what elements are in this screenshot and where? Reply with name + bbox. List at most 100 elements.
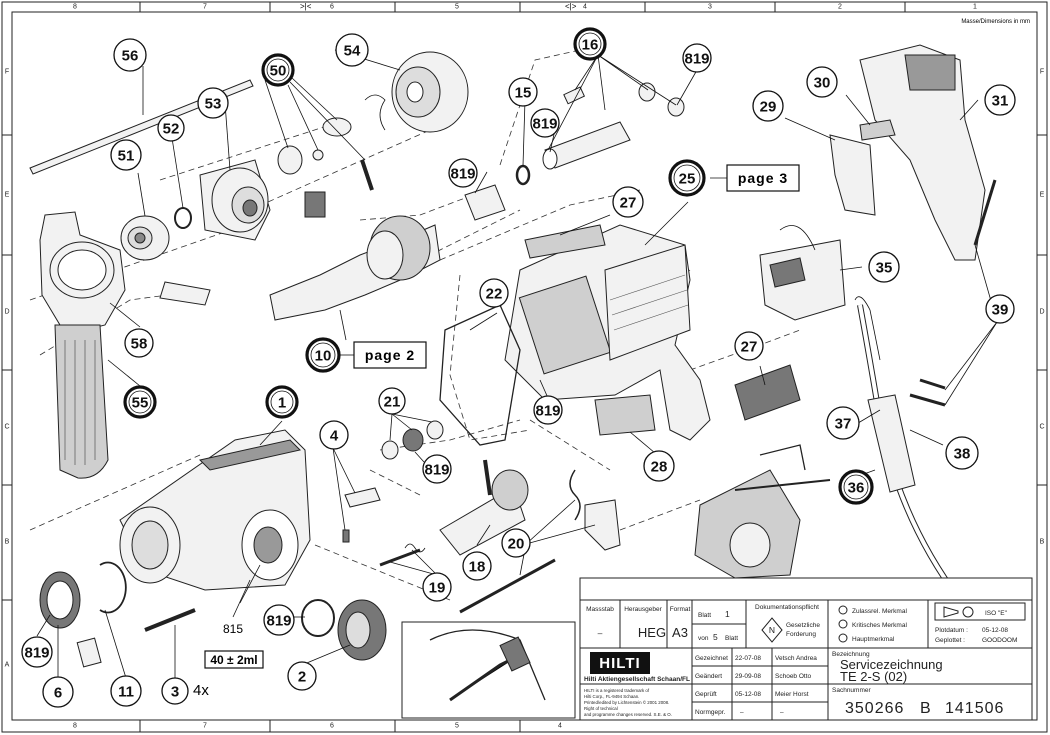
callout-inner-ring <box>310 342 336 368</box>
callout-27[interactable]: 27 <box>612 186 644 218</box>
callout-22[interactable]: 22 <box>479 278 509 308</box>
callout-25[interactable]: 25 <box>668 159 706 197</box>
dok-line2: Forderung <box>786 631 816 638</box>
callout-circle <box>448 158 478 188</box>
grid-col-7: 7 <box>203 723 207 730</box>
callout-circle <box>530 108 560 138</box>
callout-circle <box>263 604 295 636</box>
callout-number: 819 <box>266 613 291 630</box>
diamond-icon <box>761 617 783 643</box>
legal-line: and programme changes reserved. S.E. & O… <box>584 712 672 717</box>
grid-row-B: B <box>5 539 10 546</box>
row-label: Gezeichnet <box>695 655 728 662</box>
callout-18[interactable]: 18 <box>462 551 492 581</box>
front-housing <box>119 429 311 591</box>
callout-6[interactable]: 6 <box>42 676 74 708</box>
legend-item: Hauptmerkmal <box>852 636 895 643</box>
side-handle <box>39 211 126 479</box>
row-label: Geändert <box>695 673 722 680</box>
page-ref-10[interactable]: page 2 <box>340 341 427 369</box>
callout-circle <box>533 395 563 425</box>
nose-part <box>199 159 271 241</box>
callout-819[interactable]: 819 <box>422 454 452 484</box>
grid-col-4: 4 <box>558 723 562 730</box>
callout-21[interactable]: 21 <box>378 387 406 415</box>
callout-819[interactable]: 819 <box>682 43 712 73</box>
callout-50[interactable]: 50 <box>261 53 295 87</box>
callout-36[interactable]: 36 <box>838 469 874 505</box>
spacer-part <box>159 281 211 306</box>
callout-circle <box>806 66 838 98</box>
callout-number: 11 <box>118 684 134 701</box>
row-name: Vetsch Andrea <box>775 655 817 662</box>
herausgeber-label: Herausgeber <box>624 606 662 613</box>
callout-19[interactable]: 19 <box>422 572 452 602</box>
callout-number: 1 <box>278 395 286 412</box>
callout-circle <box>462 551 492 581</box>
bezeichnung-label: Bezeichnung <box>832 651 870 658</box>
clip-part <box>76 637 102 668</box>
spindle-part <box>269 215 441 321</box>
callout-number: 37 <box>835 416 852 433</box>
callout-37[interactable]: 37 <box>826 406 860 440</box>
callout-819[interactable]: 819 <box>530 108 560 138</box>
callout-16[interactable]: 16 <box>573 27 607 61</box>
callout-10[interactable]: 10 <box>305 337 341 373</box>
grid-row-A: A <box>5 662 10 669</box>
callout-31[interactable]: 31 <box>984 84 1016 116</box>
callout-56[interactable]: 56 <box>113 38 147 72</box>
callout-15[interactable]: 15 <box>508 77 538 107</box>
inner-frame <box>11 11 1038 721</box>
callout-819[interactable]: 819 <box>21 636 53 668</box>
callout-53[interactable]: 53 <box>197 87 229 119</box>
grid-col-3: 3 <box>708 4 712 11</box>
callout-3[interactable]: 3 <box>161 677 189 705</box>
format-value: A3 <box>672 625 688 640</box>
callout-circle <box>682 43 712 73</box>
grid-row-F: F <box>5 69 9 76</box>
callout-circle <box>868 251 900 283</box>
callout-819[interactable]: 819 <box>263 604 295 636</box>
callout-number: 819 <box>24 645 49 662</box>
cap-part <box>301 599 387 661</box>
format-label: Format <box>670 606 691 613</box>
callout-circle <box>335 33 369 67</box>
callout-11[interactable]: 11 <box>110 675 142 707</box>
callout-29[interactable]: 29 <box>752 90 784 122</box>
callout-number: 20 <box>508 536 525 553</box>
callout-52[interactable]: 52 <box>157 114 185 142</box>
callout-number: 22 <box>486 286 503 303</box>
plotdatum-label: Plotdatum : <box>935 627 968 634</box>
callout-20[interactable]: 20 <box>501 528 531 558</box>
callout-number: 15 <box>515 85 532 102</box>
quantity-label: 4x <box>193 682 209 699</box>
grid-row-C: C <box>1039 424 1044 431</box>
callout-number: 819 <box>424 462 449 479</box>
callout-54[interactable]: 54 <box>335 33 369 67</box>
callout-51[interactable]: 51 <box>110 139 142 171</box>
callout-1[interactable]: 1 <box>265 385 299 419</box>
rod-part <box>29 79 254 175</box>
legend-circle-icon <box>838 619 848 629</box>
iso-label: ISO "E" <box>985 610 1008 617</box>
callout-27[interactable]: 27 <box>734 331 764 361</box>
callout-819[interactable]: 819 <box>448 158 478 188</box>
callout-819[interactable]: 819 <box>533 395 563 425</box>
callout-55[interactable]: 55 <box>123 385 157 419</box>
callout-38[interactable]: 38 <box>945 436 979 470</box>
callout-28[interactable]: 28 <box>643 450 675 482</box>
dok-pflicht-label: Dokumentationspflicht <box>755 604 819 611</box>
callout-2[interactable]: 2 <box>287 661 317 691</box>
grid-arrow-icon: <|> <box>565 2 577 11</box>
callout-35[interactable]: 35 <box>868 251 900 283</box>
callout-39[interactable]: 39 <box>985 294 1015 324</box>
dimensions-note: Masse/Dimensions in mm <box>961 19 1030 25</box>
callout-30[interactable]: 30 <box>806 66 838 98</box>
callout-number: 54 <box>344 43 361 60</box>
callout-58[interactable]: 58 <box>124 328 154 358</box>
callout-number: 50 <box>270 63 287 80</box>
callout-4[interactable]: 4 <box>319 420 349 450</box>
page-ref-25[interactable]: page 3 <box>710 164 800 192</box>
